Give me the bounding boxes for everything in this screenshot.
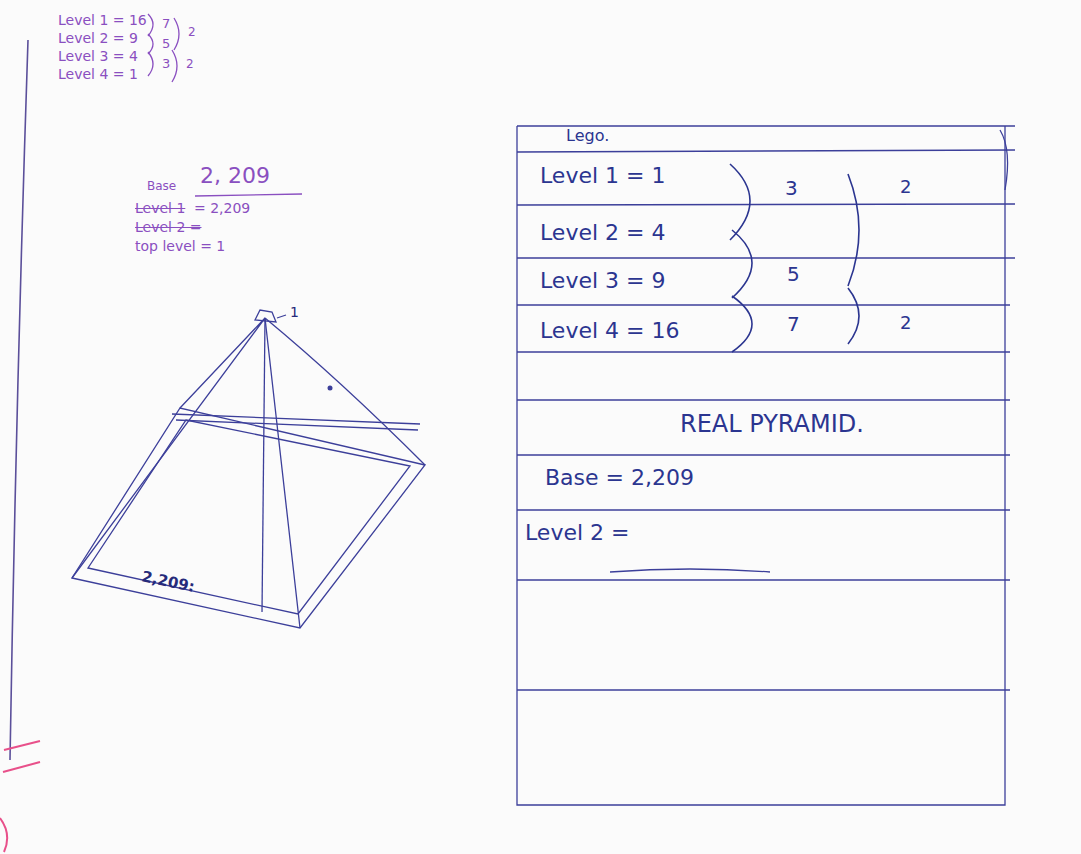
underline <box>195 194 302 196</box>
base-number: 2,209: <box>140 568 196 596</box>
table-cell: Level 3 = 9 <box>540 268 665 293</box>
table-cell: Level 4 = 16 <box>540 318 679 343</box>
table-cell: Base = 2,209 <box>545 465 694 490</box>
pink-mark <box>0 818 7 852</box>
pyramid-sketch <box>72 310 425 628</box>
difference-number: 2 <box>188 26 196 40</box>
base-total: 2, 209 <box>200 163 270 188</box>
table-title: Lego. <box>566 127 609 145</box>
difference-number: 2 <box>900 177 911 198</box>
top-level-note: top level = 1 <box>135 238 225 254</box>
level-count: Level 1 = 16 <box>58 12 147 28</box>
level-count: Level 2 = 9 <box>58 30 138 46</box>
difference-number: 5 <box>162 37 170 52</box>
base-label: Base <box>147 180 176 194</box>
table-grid <box>517 126 1015 805</box>
difference-bracket <box>730 164 859 352</box>
pink-mark <box>3 741 40 772</box>
difference-number: 3 <box>162 57 170 72</box>
level-count: Level 4 = 1 <box>58 66 138 82</box>
difference-bracket <box>148 14 179 82</box>
difference-number: 7 <box>162 17 170 32</box>
level-count: Level 3 = 4 <box>58 48 138 64</box>
difference-number: 2 <box>900 313 911 334</box>
table-heading: REAL PYRAMID. <box>680 411 864 439</box>
difference-number: 3 <box>785 177 798 200</box>
difference-number: 2 <box>186 58 194 72</box>
table-cell: Level 2 = <box>525 520 630 545</box>
base-value: = 2,209 <box>194 200 250 216</box>
crossed-out-text: Level 2 = <box>135 219 202 235</box>
pen-dot <box>328 386 333 391</box>
table-cell: Level 1 = 1 <box>540 163 665 188</box>
crossed-out-text: Level 1 <box>135 200 185 216</box>
margin-line <box>10 40 28 760</box>
difference-number: 7 <box>787 313 800 336</box>
difference-number: 5 <box>787 263 800 286</box>
callout-number: 1 <box>290 304 299 320</box>
table-cell: Level 2 = 4 <box>540 220 665 245</box>
